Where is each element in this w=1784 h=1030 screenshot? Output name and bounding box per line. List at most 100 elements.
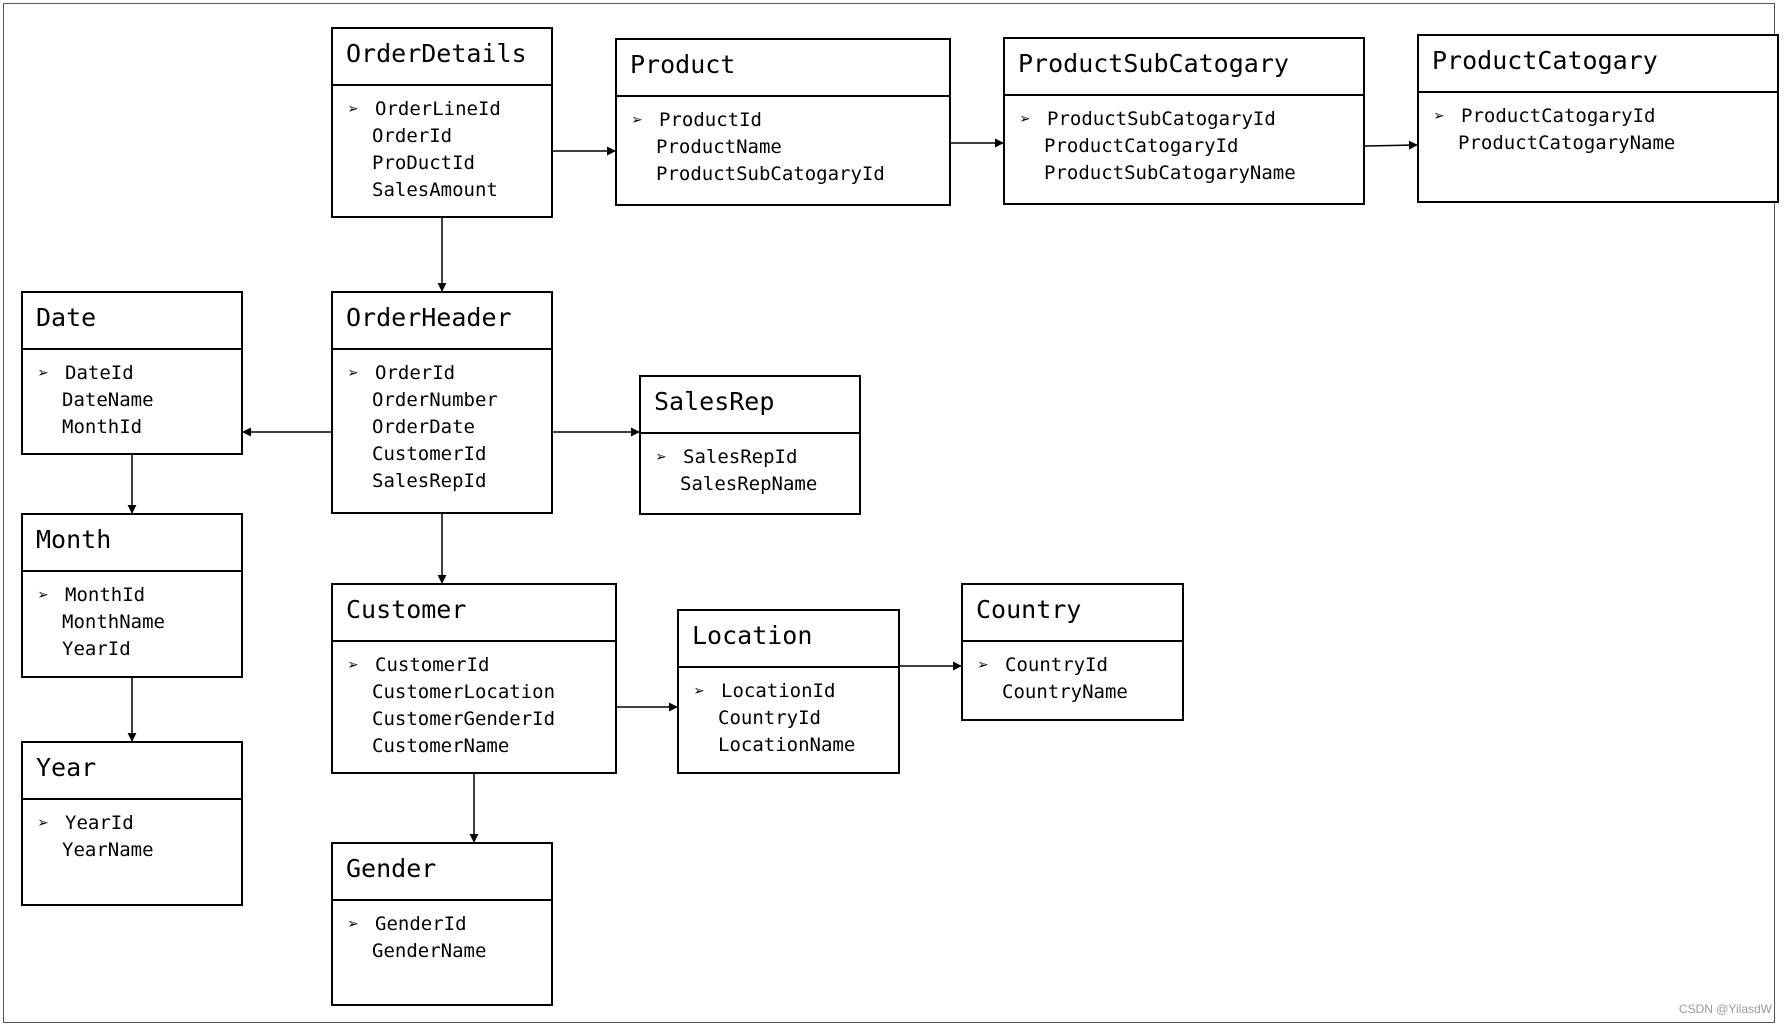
entity-title: Product xyxy=(617,40,949,97)
field-name: DateId xyxy=(65,362,134,384)
entity-title: ProductSubCatogary xyxy=(1005,39,1363,96)
diagram-frame xyxy=(3,3,1775,1023)
entity-title: Gender xyxy=(333,844,551,901)
entity-title: Year xyxy=(23,743,241,800)
entity-field: LocationName xyxy=(694,732,898,759)
key-arrow-icon: ➢ xyxy=(348,99,359,120)
key-arrow-icon: ➢ xyxy=(38,813,49,834)
field-name: ProductCatogaryName xyxy=(1458,132,1676,154)
key-arrow-icon: ➢ xyxy=(38,585,49,606)
entity-field: OrderId xyxy=(348,123,551,150)
field-name: SalesRepId xyxy=(372,470,487,492)
entity-field: ➢MonthId xyxy=(38,582,241,609)
entity-field: ProductSubCatogaryId xyxy=(632,161,949,188)
entity-field: DateName xyxy=(38,387,241,414)
field-name: CustomerName xyxy=(372,735,510,757)
key-arrow-icon: ➢ xyxy=(38,363,49,384)
entity-field: ➢CustomerId xyxy=(348,652,615,679)
entity-field: ProductName xyxy=(632,134,949,161)
field-name: OrderId xyxy=(372,125,453,147)
field-name: YearId xyxy=(62,638,131,660)
entity-field: GenderName xyxy=(348,938,551,965)
entity-field: YearId xyxy=(38,636,241,663)
entity-title: Customer xyxy=(333,585,615,642)
field-name: ProductName xyxy=(656,136,782,158)
entity-title: ProductCatogary xyxy=(1419,36,1777,93)
entity-field: ➢ OrderLineId xyxy=(348,96,551,123)
entity-field: CustomerGenderId xyxy=(348,706,615,733)
entity-field: ProductSubCatogaryName xyxy=(1020,160,1363,187)
entity-field: MonthId xyxy=(38,414,241,441)
entity-field: ➢ProductId xyxy=(632,107,949,134)
entity-field: ProductCatogaryId xyxy=(1020,133,1363,160)
entity-field: ➢CountryId xyxy=(978,652,1182,679)
field-name: ProductCatogaryId xyxy=(1044,135,1239,157)
field-name: DateName xyxy=(62,389,154,411)
entity-field: CustomerName xyxy=(348,733,615,760)
entity-field: OrderDate xyxy=(348,414,551,441)
field-name: OrderLineId xyxy=(375,98,501,120)
field-name: CountryName xyxy=(1002,681,1128,703)
field-name: CustomerId xyxy=(372,443,487,465)
field-name: CustomerGenderId xyxy=(372,708,556,730)
entity-title: Date xyxy=(23,293,241,350)
field-name: CustomerLocation xyxy=(372,681,556,703)
key-arrow-icon: ➢ xyxy=(978,655,989,676)
field-name: MonthName xyxy=(62,611,165,633)
key-arrow-icon: ➢ xyxy=(656,447,667,468)
entity-field: CountryId xyxy=(694,705,898,732)
entity-field: ➢ProductCatogaryId xyxy=(1434,103,1777,130)
field-name: ProductSubCatogaryId xyxy=(656,163,885,185)
field-name: ProductSubCatogaryId xyxy=(1047,108,1276,130)
watermark: CSDN @YilasdW xyxy=(1678,1002,1772,1016)
field-name: ProDuctId xyxy=(372,152,475,174)
key-arrow-icon: ➢ xyxy=(348,363,359,384)
field-name: SalesAmount xyxy=(372,179,498,201)
entity-field: ➢LocationId xyxy=(694,678,898,705)
field-name: GenderName xyxy=(372,940,487,962)
field-name: ProductCatogaryId xyxy=(1461,105,1656,127)
entity-field: CustomerLocation xyxy=(348,679,615,706)
entity-field: ➢ DateId xyxy=(38,360,241,387)
entity-field: SalesAmount xyxy=(348,177,551,204)
entity-field: ➢ ProductSubCatogaryId xyxy=(1020,106,1363,133)
entity-field: ➢GenderId xyxy=(348,911,551,938)
entity-field: OrderNumber xyxy=(348,387,551,414)
entity-field: CountryName xyxy=(978,679,1182,706)
entity-field: ProductCatogaryName xyxy=(1434,130,1777,157)
key-arrow-icon: ➢ xyxy=(1020,109,1031,130)
entity-title: OrderHeader xyxy=(333,293,551,350)
field-name: GenderId xyxy=(375,913,467,935)
entity-title: Location xyxy=(679,611,898,668)
entity-title: OrderDetails xyxy=(333,29,551,86)
key-arrow-icon: ➢ xyxy=(694,681,705,702)
entity-field: ProDuctId xyxy=(348,150,551,177)
entity-field: CustomerId xyxy=(348,441,551,468)
key-arrow-icon: ➢ xyxy=(632,110,643,131)
field-name: ProductSubCatogaryName xyxy=(1044,162,1296,184)
field-name: CustomerId xyxy=(375,654,490,676)
field-name: CountryId xyxy=(718,707,821,729)
